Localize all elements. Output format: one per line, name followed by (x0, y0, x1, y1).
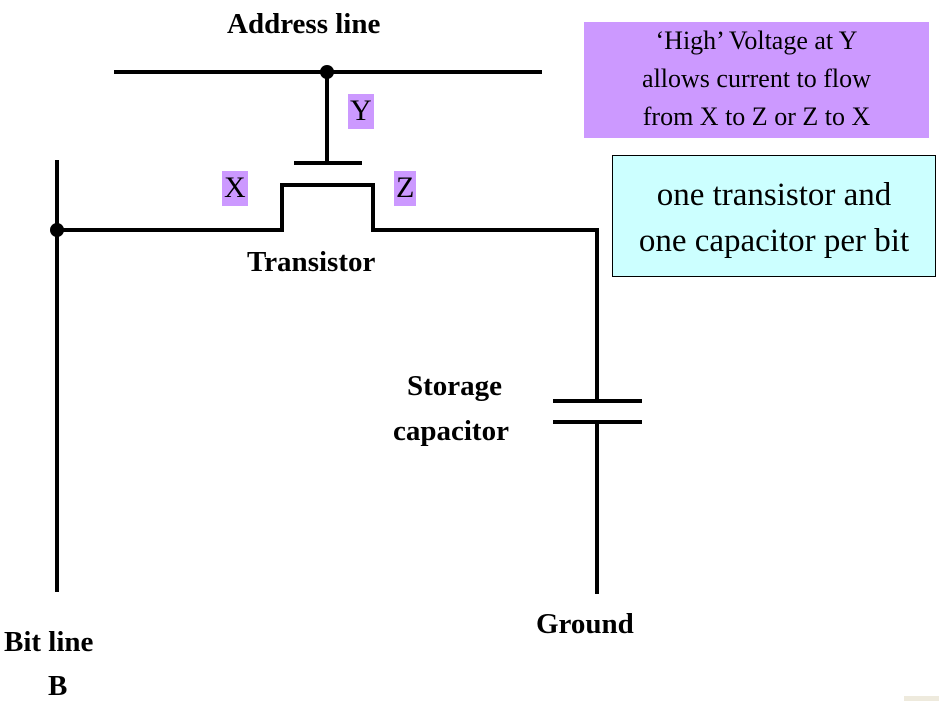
terminal-z-label: Z (394, 171, 417, 206)
voltage-note-line: ‘High’ Voltage at Y (655, 26, 858, 55)
summary-note-box: one transistor and one capacitor per bit (612, 155, 936, 277)
transistor-label: Transistor (247, 246, 376, 278)
ground-label: Ground (536, 608, 634, 640)
voltage-note-line: from X to Z or Z to X (642, 102, 871, 131)
voltage-note-line: allows current to flow (642, 64, 871, 93)
terminal-x-label: X (222, 171, 248, 206)
terminal-y-label: Y (348, 94, 374, 129)
bit-line-b-label: B (48, 670, 68, 702)
voltage-note-box: ‘High’ Voltage at Y allows current to fl… (584, 22, 929, 138)
address-line-label: Address line (227, 8, 381, 40)
summary-note-line: one transistor and (656, 177, 892, 213)
summary-note-line: one capacitor per bit (638, 223, 910, 259)
bit-line-junction-dot (50, 223, 64, 237)
capacitor-label: capacitor (393, 415, 509, 447)
bit-line-label: Bit line (4, 626, 94, 658)
storage-label: Storage (407, 370, 503, 402)
slide-corner-mark (904, 696, 939, 701)
transistor-channel (57, 183, 599, 402)
